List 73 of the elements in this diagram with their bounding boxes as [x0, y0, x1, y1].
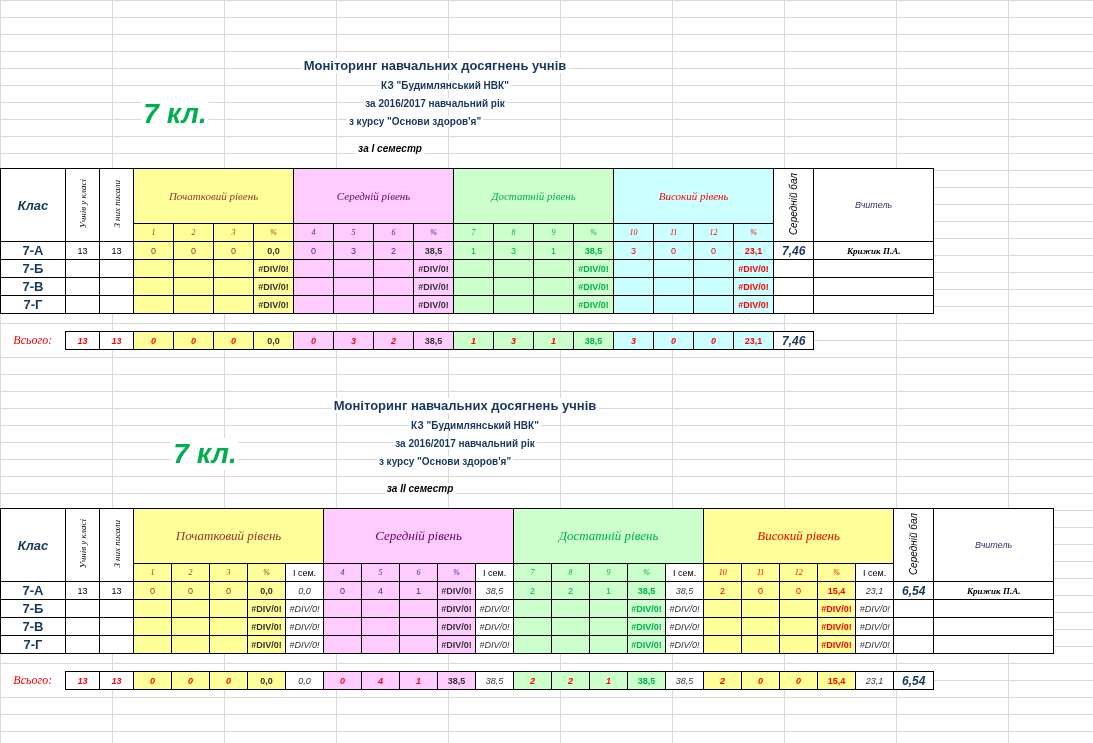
table-cell: 0 [173, 331, 214, 350]
column-header: Клас [0, 168, 66, 242]
table-cell: 0 [653, 331, 694, 350]
table-cell: 0 [171, 671, 210, 690]
table-cell: 13 [99, 331, 134, 350]
group-header: Достатній рівень [453, 168, 614, 224]
table-cell: 2 [703, 671, 742, 690]
school-name: КЗ "Будимлянський НВК" [379, 80, 511, 91]
table-cell: 38,5 [665, 671, 704, 690]
school-name: КЗ "Будимлянський НВК" [409, 420, 541, 431]
column-header: Учнів у класі [77, 519, 88, 569]
table-cell: 15,4 [817, 671, 856, 690]
table-cell: 1 [453, 331, 494, 350]
table-cell: 7,46 [773, 331, 814, 350]
table-cell: 0 [133, 331, 174, 350]
row-header: Всього: [0, 331, 66, 350]
table-cell: 0 [213, 331, 254, 350]
semester-label: за ІІ семестр [384, 483, 456, 494]
group-header: Середній рівень [323, 508, 514, 564]
table-cell: 2 [513, 671, 552, 690]
group-header: Високий рівень [613, 168, 774, 224]
table-cell: 0 [323, 671, 362, 690]
row-header: Всього: [0, 671, 66, 690]
column-header: З них писали [111, 180, 122, 228]
school-year: за 2016/2017 навчальний рік [393, 438, 537, 449]
group-header: Середній рівень [293, 168, 454, 224]
course-name: з курсу "Основи здоров'я" [346, 116, 484, 127]
column-header: Середній бал [908, 512, 920, 576]
group-header: Достатній рівень [513, 508, 704, 564]
table-cell: 1 [589, 671, 628, 690]
table-cell: 0 [779, 671, 818, 690]
column-header: З них писали [111, 520, 122, 568]
table-cell: 0,0 [285, 671, 324, 690]
column-header: Вчитель [933, 508, 1054, 582]
sheet-title: Моніторинг навчальних досягнень учнів [301, 58, 569, 73]
table-cell: 2 [551, 671, 590, 690]
table-cell: 13 [65, 331, 100, 350]
table-cell: 38,5 [413, 331, 454, 350]
group-header: Початковий рівень [133, 508, 324, 564]
table-cell: 0 [293, 331, 334, 350]
table-cell: 0 [741, 671, 780, 690]
table-cell: 38,5 [573, 331, 614, 350]
table-cell: 23,1 [733, 331, 774, 350]
table-cell: 3 [333, 331, 374, 350]
table-cell: 3 [613, 331, 654, 350]
table-cell: 0,0 [253, 331, 294, 350]
table-cell: 3 [493, 331, 534, 350]
table-cell: 0 [209, 671, 248, 690]
table-cell: 38,5 [475, 671, 514, 690]
sheet-title: Моніторинг навчальних досягнень учнів [331, 398, 599, 413]
column-header: Середній бал [788, 172, 800, 236]
table-cell: 0 [693, 331, 734, 350]
table-cell: 1 [399, 671, 438, 690]
column-header: Учнів у класі [77, 179, 88, 229]
column-header: Клас [0, 508, 66, 582]
semester-label: за І семестр [356, 143, 424, 154]
group-header: Високий рівень [703, 508, 894, 564]
table-cell: 0 [133, 671, 172, 690]
table-cell: 4 [361, 671, 400, 690]
table-cell: 13 [65, 671, 100, 690]
column-header: Вчитель [813, 168, 934, 242]
table-cell: 6,54 [893, 671, 934, 690]
table-cell: 1 [533, 331, 574, 350]
school-year: за 2016/2017 навчальний рік [363, 98, 507, 109]
table-cell: 13 [99, 671, 134, 690]
grade-label: 7 кл. [171, 438, 239, 470]
course-name: з курсу "Основи здоров'я" [376, 456, 514, 467]
table-cell: 38,5 [627, 671, 666, 690]
table-cell: 2 [373, 331, 414, 350]
table-cell: 23,1 [855, 671, 894, 690]
group-header: Початковий рівень [133, 168, 294, 224]
table-cell: 0,0 [247, 671, 286, 690]
table-cell: 38,5 [437, 671, 476, 690]
